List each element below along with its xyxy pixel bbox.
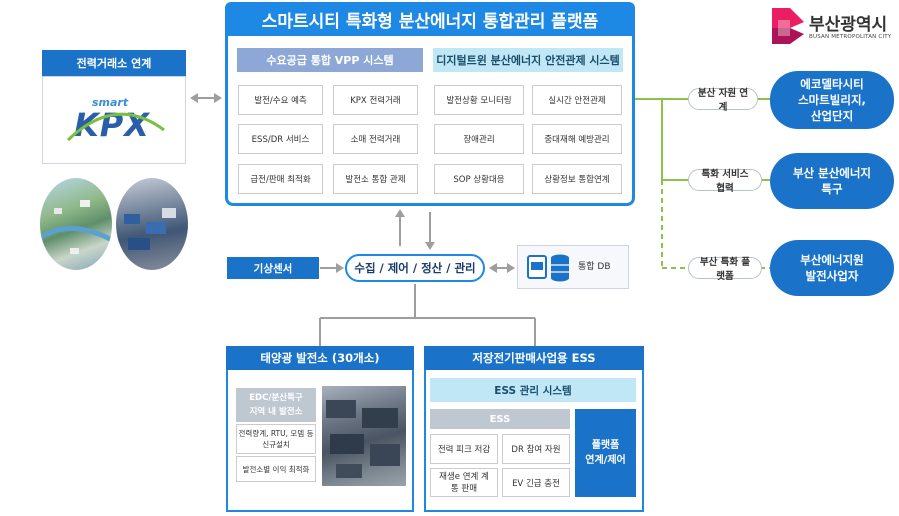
solar-tag-region-line1: EDC/분산특구 xyxy=(249,393,303,403)
right-box-special-zone-line2: 특구 xyxy=(821,182,843,196)
right-label-service-coop: 특화 서비스 협력 xyxy=(688,169,762,194)
ess-management-system: ESS 관리 시스템 xyxy=(430,378,636,402)
right-box-power-producer-line1: 부산에너지원 xyxy=(800,253,864,267)
kpx-logo-smart: smart xyxy=(92,96,129,109)
vpp-system-title: 수요공급 통합 VPP 시스템 xyxy=(237,48,423,72)
kpx-swoosh-icon xyxy=(66,112,165,142)
busan-city-name: 부산광역시 xyxy=(809,15,888,35)
right-label-resource-link: 분산 자원 연계 xyxy=(688,88,758,113)
busan-logo-icon xyxy=(772,8,804,44)
ess-platform-line1: 플랫폼 xyxy=(591,440,620,451)
twin-system-title: 디지털트윈 분산에너지 안전관제 시스템 xyxy=(433,48,623,72)
twin-item: 실시간 안전관제 xyxy=(532,85,622,115)
ess-item: 전력 피크 저감 xyxy=(430,434,498,464)
twin-item: 발전상황 모니터링 xyxy=(434,85,524,115)
collect-control-box: 수집 / 제어 / 정산 / 관리 xyxy=(345,254,485,282)
right-box-ecodelta-line3: 산업단지 xyxy=(810,109,854,123)
solar-tag-install-line2: 신규설치 xyxy=(262,440,290,449)
vpp-item: KPX 전력거래 xyxy=(333,85,418,115)
integrated-db-label: 통합 DB xyxy=(578,262,611,272)
twin-item: 상황정보 통합연계 xyxy=(532,164,622,194)
ess-title: 저장전기판매사업용 ESS xyxy=(424,346,644,370)
database-icon xyxy=(527,254,569,282)
vpp-item: 발전소 통합 관제 xyxy=(333,164,418,194)
twin-item: 장애관리 xyxy=(434,124,524,154)
vpp-item: 소매 전력거래 xyxy=(333,124,418,154)
right-label-busan-platform: 부산 특화 플랫폼 xyxy=(688,257,762,282)
solar-tag-region-line2: 지역 내 발전소 xyxy=(249,407,303,417)
right-box-special-zone: 부산 분산에너지 특구 xyxy=(770,153,894,209)
solar-tag-install: 전력량계, RTU, 모뎀 등 신규설치 xyxy=(236,424,316,454)
solar-title: 태양광 발전소 (30개소) xyxy=(226,346,414,370)
ess-item: DR 참여 자원 xyxy=(502,434,570,464)
right-box-ecodelta-line1: 에코델타시티 xyxy=(800,77,864,91)
ess-subheader: ESS xyxy=(430,409,570,429)
twin-item: SOP 상황대응 xyxy=(434,164,524,194)
platform-title: 스마트시티 특화형 분산에너지 통합관리 플랫폼 xyxy=(225,2,635,36)
twin-item: 중대재해 예방관리 xyxy=(532,124,622,154)
kpx-link-title: 전력거래소 연계 xyxy=(42,50,186,76)
vpp-item: ESS/DR 서비스 xyxy=(238,124,323,154)
solar-tag-install-line1: 전력량계, RTU, 모뎀 등 xyxy=(238,429,314,438)
city-photo-rooftops xyxy=(116,178,188,270)
right-box-power-producer: 부산에너지원 발전사업자 xyxy=(770,240,894,296)
right-box-ecodelta-line2: 스마트빌리지, xyxy=(798,93,866,107)
city-photo-aerial xyxy=(40,178,112,270)
ess-item: EV 긴급 충전 xyxy=(502,468,570,497)
right-box-power-producer-line2: 발전사업자 xyxy=(805,269,859,283)
kpx-logo-box xyxy=(42,76,186,164)
ess-platform-line2: 연계/제어 xyxy=(585,455,626,466)
busan-city-subtitle: BUSAN METROPOLITAN CITY xyxy=(809,34,892,40)
weather-sensor-box: 기상센서 xyxy=(227,257,319,279)
vpp-item: 발전/수요 예측 xyxy=(238,85,323,115)
solar-tag-optimize: 발전소별 이익 최적화 xyxy=(236,456,316,482)
ess-item: 재생e 연계 계통 판매 xyxy=(430,468,498,497)
vpp-item: 급전/판매 최적화 xyxy=(238,164,323,194)
right-box-ecodelta: 에코델타시티 스마트빌리지, 산업단지 xyxy=(770,71,894,129)
right-box-special-zone-line1: 부산 분산에너지 xyxy=(792,166,872,180)
solar-plant-photo xyxy=(322,386,406,486)
solar-tag-region: EDC/분산특구 지역 내 발전소 xyxy=(236,388,316,422)
ess-platform-link: 플랫폼 연계/제어 xyxy=(575,409,636,497)
